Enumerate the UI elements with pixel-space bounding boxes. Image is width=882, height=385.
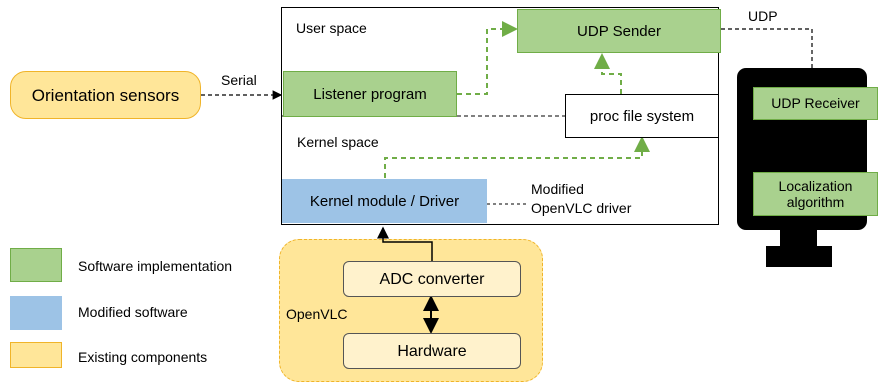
legend-label-existing-components: Existing components: [78, 349, 208, 365]
kernel-space-label: Kernel space: [297, 134, 379, 150]
udp-receiver-box: UDP Receiver: [753, 87, 878, 120]
listener-program-label: Listener program: [313, 85, 427, 103]
kernel-module-box: Kernel module / Driver: [282, 179, 487, 223]
monitor-base: [766, 246, 832, 267]
localization-algorithm-box: Localization algorithm: [753, 172, 878, 216]
legend-label-modified-software: Modified software: [78, 304, 188, 320]
adc-to-kernel-arrow: [377, 226, 433, 261]
monitor-stand: [780, 229, 817, 247]
udp-receiver-label: UDP Receiver: [771, 95, 860, 111]
hardware-box: Hardware: [343, 333, 521, 369]
listener-program-box: Listener program: [283, 71, 457, 117]
kernel-to-proc-arrow: [384, 136, 650, 178]
orientation-sensors-label: Orientation sensors: [31, 85, 180, 105]
listener-to-sender-arrow: [457, 21, 518, 95]
localization-algorithm-label: Localization algorithm: [778, 178, 853, 210]
adc-converter-label: ADC converter: [379, 270, 485, 288]
proc-file-system-label: proc file system: [589, 107, 695, 125]
modified-driver-label-line2: OpenVLC driver: [531, 200, 632, 216]
openvlc-label: OpenVLC: [286, 306, 348, 322]
udp-label: UDP: [748, 8, 778, 24]
serial-label: Serial: [221, 72, 257, 88]
legend-label-software-implementation: Software implementation: [78, 258, 233, 274]
proc-file-system-box: proc file system: [565, 94, 719, 138]
adc-converter-box: ADC converter: [343, 261, 521, 297]
legend-swatch-existing-components: [10, 342, 62, 368]
legend-swatch-software-implementation: [10, 248, 62, 282]
udp-sender-label: UDP Sender: [577, 22, 661, 40]
legend: Software implementation Modified softwar…: [10, 248, 280, 368]
proc-to-sender-arrow: [594, 53, 622, 94]
udp-arrow: [721, 28, 817, 88]
legend-swatch-modified-software: [10, 296, 62, 330]
modified-driver-label-line1: Modified: [531, 181, 584, 197]
hardware-label: Hardware: [397, 342, 467, 360]
udp-sender-box: UDP Sender: [517, 9, 721, 53]
orientation-sensors-box: Orientation sensors: [10, 71, 201, 119]
user-space-label: User space: [296, 20, 367, 36]
kernel-module-label: Kernel module / Driver: [309, 192, 460, 210]
